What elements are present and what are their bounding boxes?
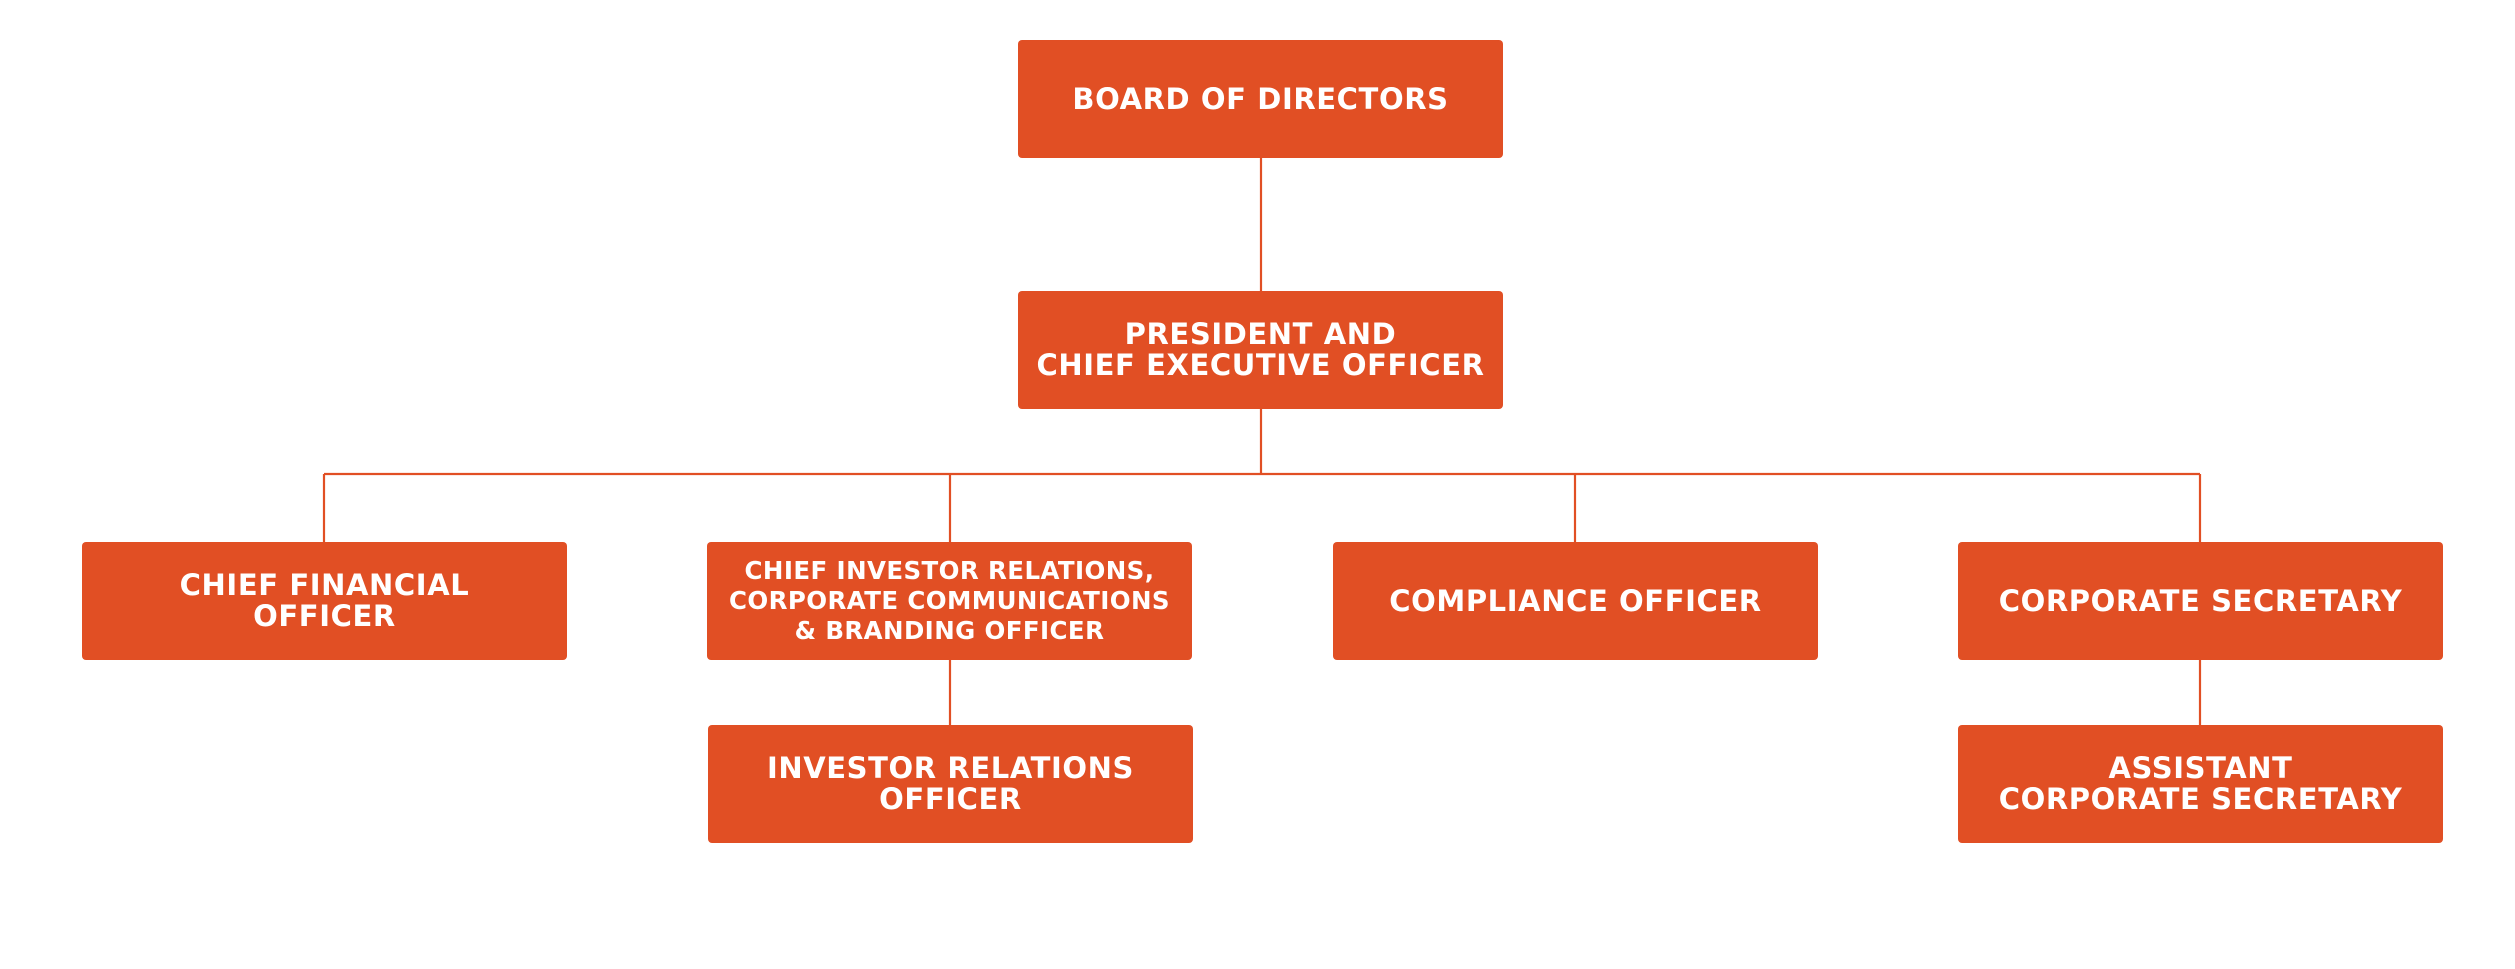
- node-investor-relations-officer: INVESTOR RELATIONS OFFICER: [708, 725, 1193, 843]
- node-label-cfo: CHIEF FINANCIAL OFFICER: [179, 568, 470, 633]
- node-label-board: BOARD OF DIRECTORS: [1072, 81, 1449, 116]
- node-label-corp-secretary: CORPORATE SECRETARY: [1998, 583, 2403, 618]
- node-label-asst-corp-secretary: ASSISTANT CORPORATE SECRETARY: [1998, 751, 2403, 816]
- node-chief-financial-officer: CHIEF FINANCIAL OFFICER: [82, 542, 567, 660]
- node-label-ir-officer: INVESTOR RELATIONS OFFICER: [766, 751, 1135, 816]
- node-compliance-officer: COMPLIANCE OFFICER: [1333, 542, 1818, 660]
- node-label-compliance: COMPLIANCE OFFICER: [1389, 583, 1762, 618]
- node-chief-investor-relations-officer: CHIEF INVESTOR RELATIONS, CORPORATE COMM…: [707, 542, 1192, 660]
- node-board-of-directors: BOARD OF DIRECTORS: [1018, 40, 1503, 158]
- node-assistant-corporate-secretary: ASSISTANT CORPORATE SECRETARY: [1958, 725, 2443, 843]
- node-corporate-secretary: CORPORATE SECRETARY: [1958, 542, 2443, 660]
- node-label-chief-ir: CHIEF INVESTOR RELATIONS, CORPORATE COMM…: [729, 556, 1170, 645]
- node-president-ceo: PRESIDENT AND CHIEF EXECUTIVE OFFICER: [1018, 291, 1503, 409]
- node-label-president: PRESIDENT AND CHIEF EXECUTIVE OFFICER: [1036, 317, 1485, 382]
